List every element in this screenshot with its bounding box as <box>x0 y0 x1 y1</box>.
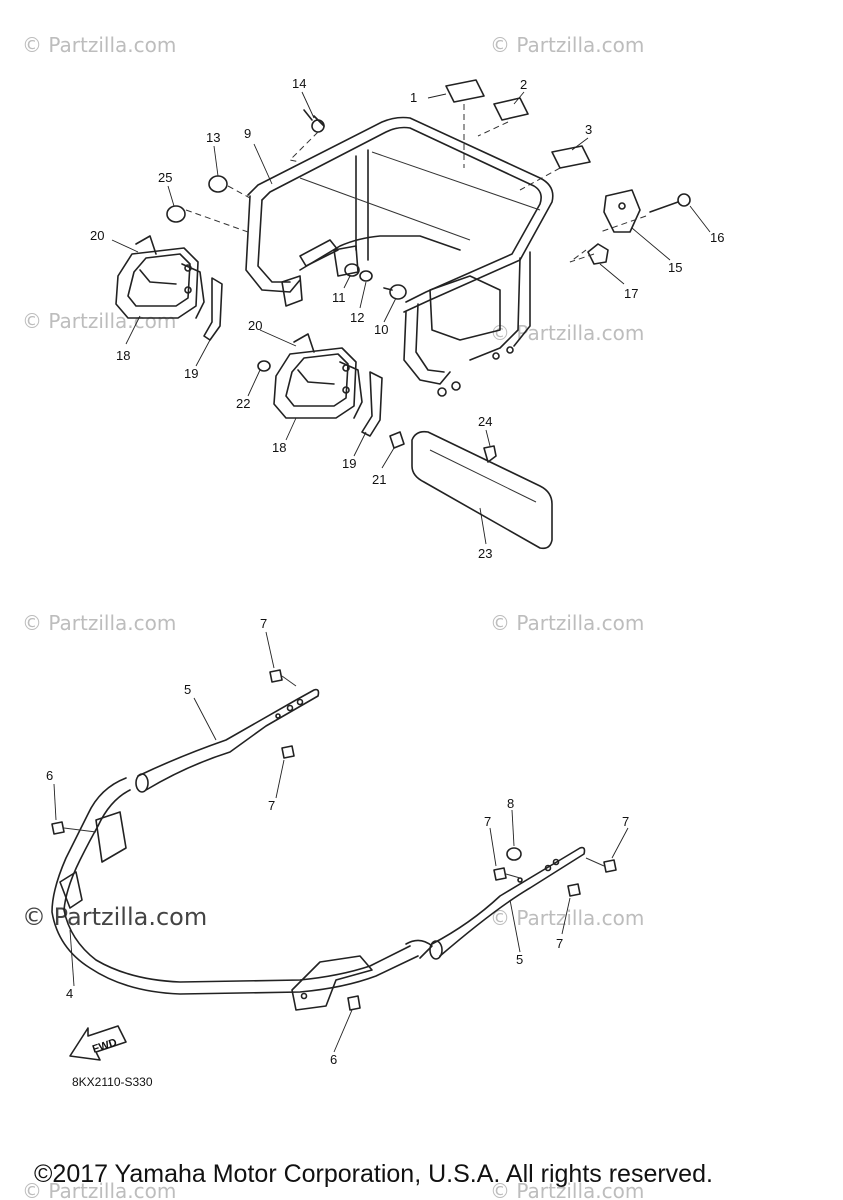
callout-8: 8 <box>507 796 514 811</box>
callout-22: 22 <box>236 396 250 411</box>
side-box-18-left <box>115 247 199 319</box>
decal-3 <box>551 145 591 169</box>
watermark: © Partzilla.com <box>490 611 644 635</box>
decal-1 <box>445 79 485 103</box>
callout-19-left: 19 <box>184 366 198 381</box>
callout-16: 16 <box>710 230 724 245</box>
callout-25: 25 <box>158 170 172 185</box>
bolt-10 <box>389 284 407 300</box>
lower-fasteners <box>51 669 617 1011</box>
callout-11: 11 <box>332 290 346 305</box>
watermark: © Partzilla.com <box>22 1179 176 1200</box>
callout-21: 21 <box>372 472 386 487</box>
callout-6-bottom: 6 <box>330 1052 337 1067</box>
stay-5-lower <box>431 846 586 957</box>
watermark: © Partzilla.com <box>22 611 176 635</box>
rack-frame-top <box>247 116 554 313</box>
callout-7: 7 <box>260 616 267 631</box>
watermarks: © Partzilla.com © Partzilla.com © Partzi… <box>22 33 644 1200</box>
copyright-notice: ©2017 Yamaha Motor Corporation, U.S.A. A… <box>34 1160 713 1188</box>
stay-5-upper <box>137 688 320 791</box>
callout-4: 4 <box>66 986 73 1001</box>
bracket-19-right <box>361 371 383 437</box>
callout-19-right: 19 <box>342 456 356 471</box>
bracket-20-left <box>135 235 157 255</box>
callout-6-left: 6 <box>46 768 53 783</box>
clip-24 <box>483 445 497 463</box>
watermark: © Partzilla.com <box>490 321 644 345</box>
forward-arrow: FWD <box>69 1025 127 1061</box>
bolt-16 <box>677 193 691 207</box>
callout-12: 12 <box>350 310 364 325</box>
watermark-emphasized: © Partzilla.com <box>22 903 207 931</box>
nut-22 <box>257 360 271 372</box>
decal-2 <box>493 97 529 121</box>
callout-20-left: 20 <box>90 228 104 243</box>
bumper-assembly <box>51 688 586 1011</box>
side-box-18-right <box>273 347 357 419</box>
callouts: 1 2 3 4 5 5 6 6 7 7 7 7 7 7 8 9 10 11 12… <box>46 76 724 1067</box>
leader-lines <box>53 91 711 1053</box>
callout-18-right: 18 <box>272 440 286 455</box>
callout-7: 7 <box>556 936 563 951</box>
bracket-15 <box>603 189 641 233</box>
nut-17 <box>587 243 609 265</box>
callout-14: 14 <box>292 76 306 91</box>
diagram-code: 8KX2110-S330 <box>72 1075 153 1089</box>
callout-1: 1 <box>410 90 417 105</box>
watermark: © Partzilla.com <box>490 33 644 57</box>
callout-24: 24 <box>478 414 492 429</box>
side-box-left <box>115 235 223 341</box>
fwd-label: FWD <box>91 1037 119 1056</box>
nut-13 <box>208 175 228 193</box>
callout-15: 15 <box>668 260 682 275</box>
bracket-19-left <box>203 277 223 341</box>
callout-18-left: 18 <box>116 348 130 363</box>
bracket-20-right <box>293 333 315 353</box>
rack-frame-assembly <box>245 79 591 397</box>
callout-20-right: 20 <box>248 318 262 333</box>
bumper-tube-4 <box>63 789 411 983</box>
callout-5-lower: 5 <box>516 952 523 967</box>
watermark: © Partzilla.com <box>22 33 176 57</box>
callout-23: 23 <box>478 546 492 561</box>
bolt-14 <box>311 119 325 133</box>
callout-7: 7 <box>268 798 275 813</box>
side-box-right <box>273 333 383 437</box>
callout-5-upper: 5 <box>184 682 191 697</box>
callout-2: 2 <box>520 77 527 92</box>
callout-9: 9 <box>244 126 251 141</box>
upper-fasteners <box>166 109 691 300</box>
bolt-21 <box>389 431 405 449</box>
callout-7: 7 <box>622 814 629 829</box>
watermark: © Partzilla.com <box>22 309 176 333</box>
callout-17: 17 <box>624 286 638 301</box>
panel-23 <box>411 430 553 550</box>
callout-3: 3 <box>585 122 592 137</box>
nut-25 <box>166 205 186 223</box>
watermark: © Partzilla.com <box>490 1179 644 1200</box>
fwd-arrow-icon <box>69 1025 127 1061</box>
callout-7: 7 <box>484 814 491 829</box>
callout-13: 13 <box>206 130 220 145</box>
washer-12 <box>359 270 373 282</box>
callout-10: 10 <box>374 322 388 337</box>
washer-11 <box>344 263 360 277</box>
